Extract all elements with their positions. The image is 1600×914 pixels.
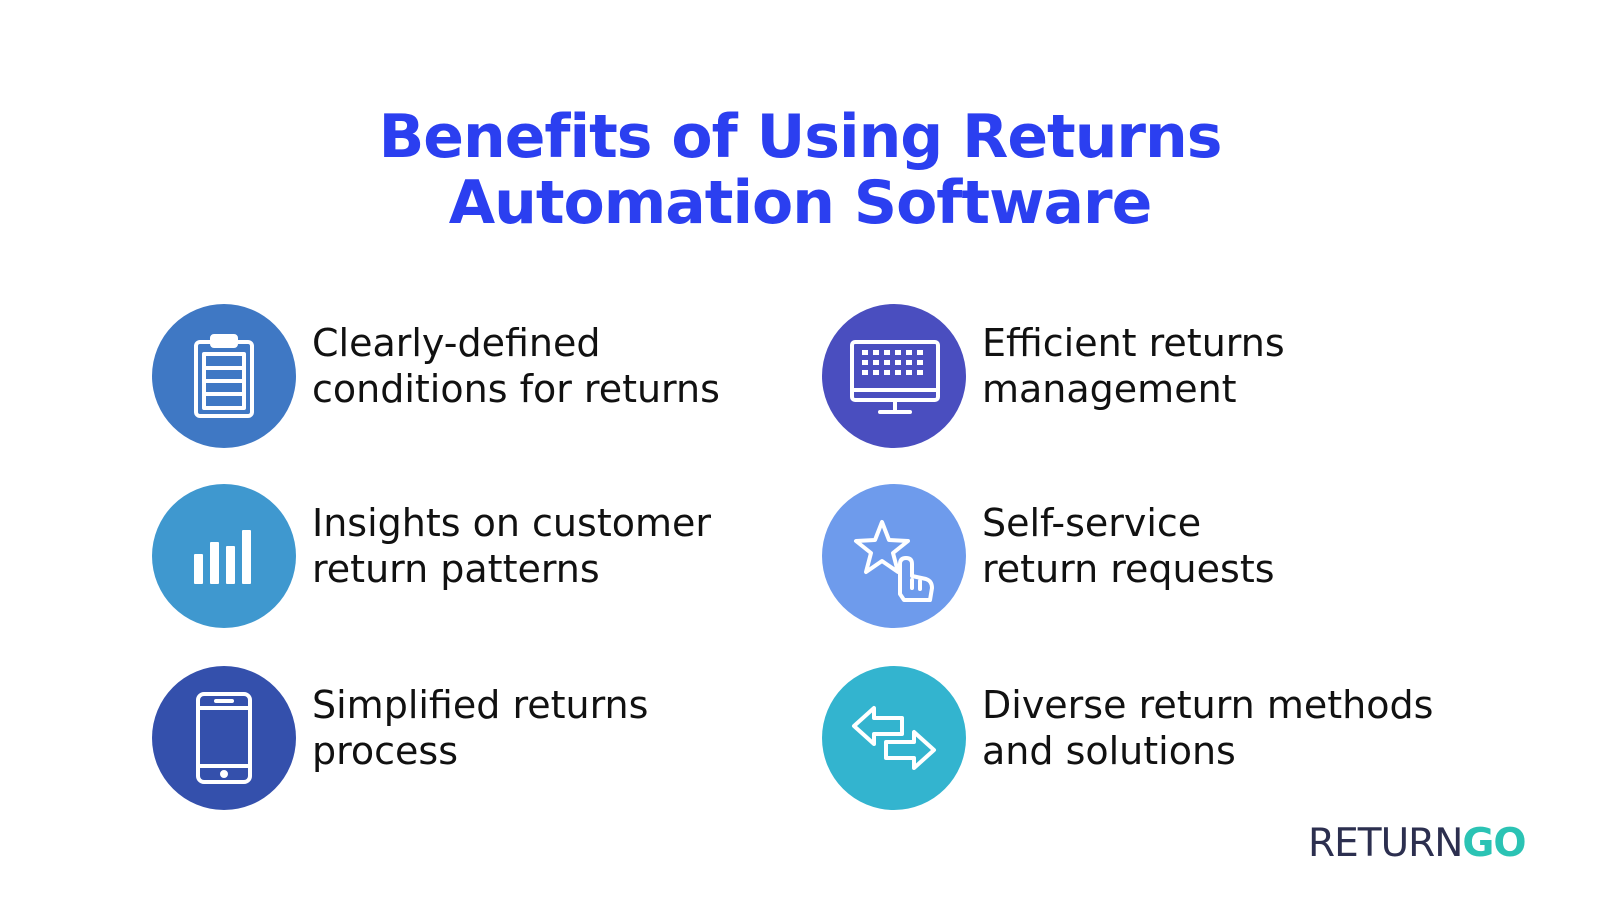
bar-chart-icon xyxy=(194,530,251,584)
benefit-clear-conditions: Clearly-defined conditions for returns xyxy=(152,304,792,448)
benefit-label-line-1: Efficient returns xyxy=(982,321,1285,365)
benefit-label: Self-service return requests xyxy=(982,500,1275,592)
benefit-label: Insights on customer return patterns xyxy=(312,500,711,592)
page-title: Benefits of Using Returns Automation Sof… xyxy=(0,104,1600,236)
benefit-label: Diverse return methods and solutions xyxy=(982,682,1433,774)
benefit-label-line-1: Insights on customer xyxy=(312,501,711,545)
benefit-label-line-1: Diverse return methods xyxy=(982,683,1434,727)
benefit-customer-insights: Insights on customer return patterns xyxy=(152,484,792,628)
icon-circle xyxy=(822,666,966,810)
benefit-label: Efficient returns management xyxy=(982,320,1285,412)
returngo-logo: RETURNGO xyxy=(1308,821,1527,866)
benefit-self-service: Self-service return requests xyxy=(822,484,1462,628)
smartphone-icon xyxy=(196,692,252,784)
benefit-label-line-2: process xyxy=(312,729,459,773)
icon-circle xyxy=(822,304,966,448)
logo-text-go: GO xyxy=(1462,821,1526,866)
benefit-label-line-2: and solutions xyxy=(982,729,1236,773)
benefit-label: Clearly-defined conditions for returns xyxy=(312,320,720,412)
exchange-arrows-icon xyxy=(852,706,936,770)
benefit-label-line-2: conditions for returns xyxy=(312,367,720,411)
benefit-label-line-2: return patterns xyxy=(312,547,600,591)
benefit-efficient-management: Efficient returns management xyxy=(822,304,1462,448)
icon-circle xyxy=(822,484,966,628)
icon-circle xyxy=(152,304,296,448)
monitor-icon xyxy=(850,340,940,414)
title-line-1: Benefits of Using Returns xyxy=(378,102,1223,172)
benefit-label-line-1: Self-service xyxy=(982,501,1202,545)
benefit-label-line-1: Simplified returns xyxy=(312,683,649,727)
star-hand-icon xyxy=(854,520,934,602)
benefit-diverse-methods: Diverse return methods and solutions xyxy=(822,666,1462,810)
benefit-label-line-1: Clearly-defined xyxy=(312,321,601,365)
clipboard-icon xyxy=(194,334,254,418)
title-line-2: Automation Software xyxy=(448,168,1153,238)
logo-text-return: RETURN xyxy=(1308,821,1463,866)
icon-circle xyxy=(152,484,296,628)
benefit-label: Simplified returns process xyxy=(312,682,648,774)
benefit-label-line-2: management xyxy=(982,367,1237,411)
benefit-label-line-2: return requests xyxy=(982,547,1275,591)
benefit-simplified-process: Simplified returns process xyxy=(152,666,792,810)
icon-circle xyxy=(152,666,296,810)
